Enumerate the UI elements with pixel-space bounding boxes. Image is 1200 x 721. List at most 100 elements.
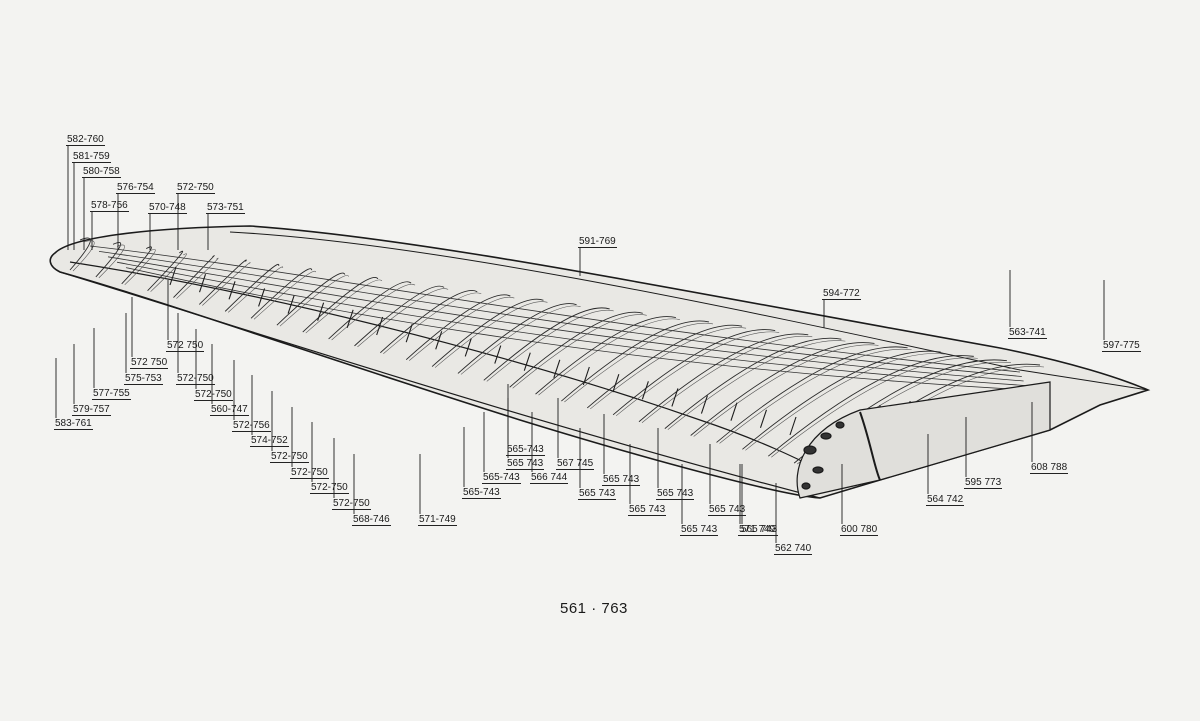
wing-rib-shadow (745, 353, 945, 451)
wing-rib (742, 350, 941, 450)
wing-rib-shadow (512, 314, 647, 389)
callout-label: 576-754 (116, 182, 155, 194)
callout-label: 591-769 (578, 236, 617, 248)
wing-stringer (107, 256, 1024, 382)
spar-web-brace (671, 388, 679, 407)
callout-label: 608 788 (1030, 462, 1069, 474)
wing-rib-shadow (357, 288, 449, 348)
callout-label: 572 750 (130, 357, 169, 369)
wing-rib-shadow (150, 253, 187, 292)
callout-label: 572-750 (332, 498, 371, 510)
callout-label: 578-756 (90, 200, 129, 212)
spar-web-brace (730, 402, 738, 421)
callout-label: 572-750 (176, 182, 215, 194)
callout-label: 560-747 (210, 404, 249, 416)
callout-label: 565 743 (602, 474, 641, 486)
wing-rib (431, 298, 544, 367)
wing-rib (224, 264, 280, 312)
wing-rib (483, 307, 610, 381)
spar-web-brace (464, 338, 472, 357)
wing-rib (405, 294, 511, 360)
callout-label: 571 749 (738, 524, 777, 536)
spar-web-brace (199, 273, 207, 293)
callout-label: 575-753 (124, 373, 163, 385)
wing-rib-shadow (279, 275, 350, 327)
spar-web-brace (287, 295, 295, 314)
wing-rib-shadow (331, 283, 416, 341)
wing-stringer (98, 251, 1022, 377)
spar-web-brace (228, 281, 236, 300)
spar-web-brace (405, 323, 413, 343)
callout-label: 572-756 (232, 420, 271, 432)
spar-web-brace (435, 331, 443, 350)
callout-label: 570-748 (148, 202, 187, 214)
wing-stringer (89, 245, 1021, 373)
callout-label: 597-775 (1102, 340, 1141, 352)
wing-root-end-rib (796, 381, 1051, 499)
callout-label: 581-759 (72, 151, 111, 163)
wing-rib (457, 303, 577, 374)
trailing-edge-line (229, 231, 1149, 391)
figure-caption: 561 · 763 (560, 600, 628, 617)
wing-rib-shadow (227, 266, 283, 313)
callout-label: 572-750 (176, 373, 215, 385)
wing-rib (302, 277, 379, 333)
wing-rib (198, 259, 247, 305)
wing-rib (173, 255, 215, 298)
spar-web-brace (346, 309, 354, 329)
callout-label: 563-741 (1008, 327, 1047, 339)
wing-rib-shadow (305, 279, 383, 334)
wing-rib-shadow (383, 292, 482, 354)
wing-rib-shadow (771, 357, 978, 458)
callout-label: 583-761 (54, 418, 93, 430)
spar-web-brace (376, 316, 384, 336)
callout-label: 579-757 (72, 404, 111, 416)
callout-label: 566 744 (530, 472, 569, 484)
wing-rib-shadow (124, 249, 156, 286)
wing-rib (612, 329, 776, 416)
callout-leader-lines (55, 146, 1105, 543)
callout-label: 572-750 (194, 389, 233, 401)
wing-stringer (125, 267, 1028, 391)
callout-label: 572-750 (290, 467, 329, 479)
wing-rib-shadow (590, 327, 747, 410)
spar-web-brace (553, 359, 561, 379)
wing-rib (767, 355, 974, 457)
callout-label: 572 750 (166, 340, 205, 352)
callout-label: 564 742 (926, 494, 965, 506)
wing-rib (716, 346, 908, 443)
spar-web-brace (641, 381, 649, 400)
callout-label: 565 743 (708, 504, 747, 516)
wing-rib (380, 290, 478, 354)
spar-web-brace (700, 395, 708, 414)
callout-label: 595 773 (964, 477, 1003, 489)
callout-label: 565 743 (506, 458, 545, 470)
callout-label: 572-750 (270, 451, 309, 463)
wing-rib (535, 316, 676, 395)
leading-edge-line (59, 271, 821, 499)
callout-label: 565-743 (506, 444, 545, 456)
wing-rib (561, 320, 710, 402)
callout-label: 565-743 (462, 487, 501, 499)
wing-rib-shadow (564, 322, 714, 403)
wing-rib-shadow (641, 335, 813, 423)
spar-web-brace (258, 288, 266, 307)
callout-label: 571-749 (418, 514, 457, 526)
wing-rib (638, 333, 809, 423)
callout-label: 573-751 (206, 202, 245, 214)
spar-web-brace (759, 409, 767, 429)
spar-web-brace (523, 352, 531, 371)
callout-label: 574-752 (250, 435, 289, 447)
callout-label: 567 745 (556, 458, 595, 470)
wing-rib-shadow (202, 262, 251, 306)
wing-body (49, 225, 1151, 499)
wing-rib-shadow (460, 305, 581, 375)
spar-web-brace (789, 416, 797, 436)
wing-rib-shadow (538, 318, 680, 396)
wing-rib-shadow (693, 344, 879, 437)
callout-label: 577-755 (92, 388, 131, 400)
spar-web-brace (169, 266, 177, 286)
wing-ribs (69, 237, 1041, 471)
wing-rib (276, 272, 346, 326)
